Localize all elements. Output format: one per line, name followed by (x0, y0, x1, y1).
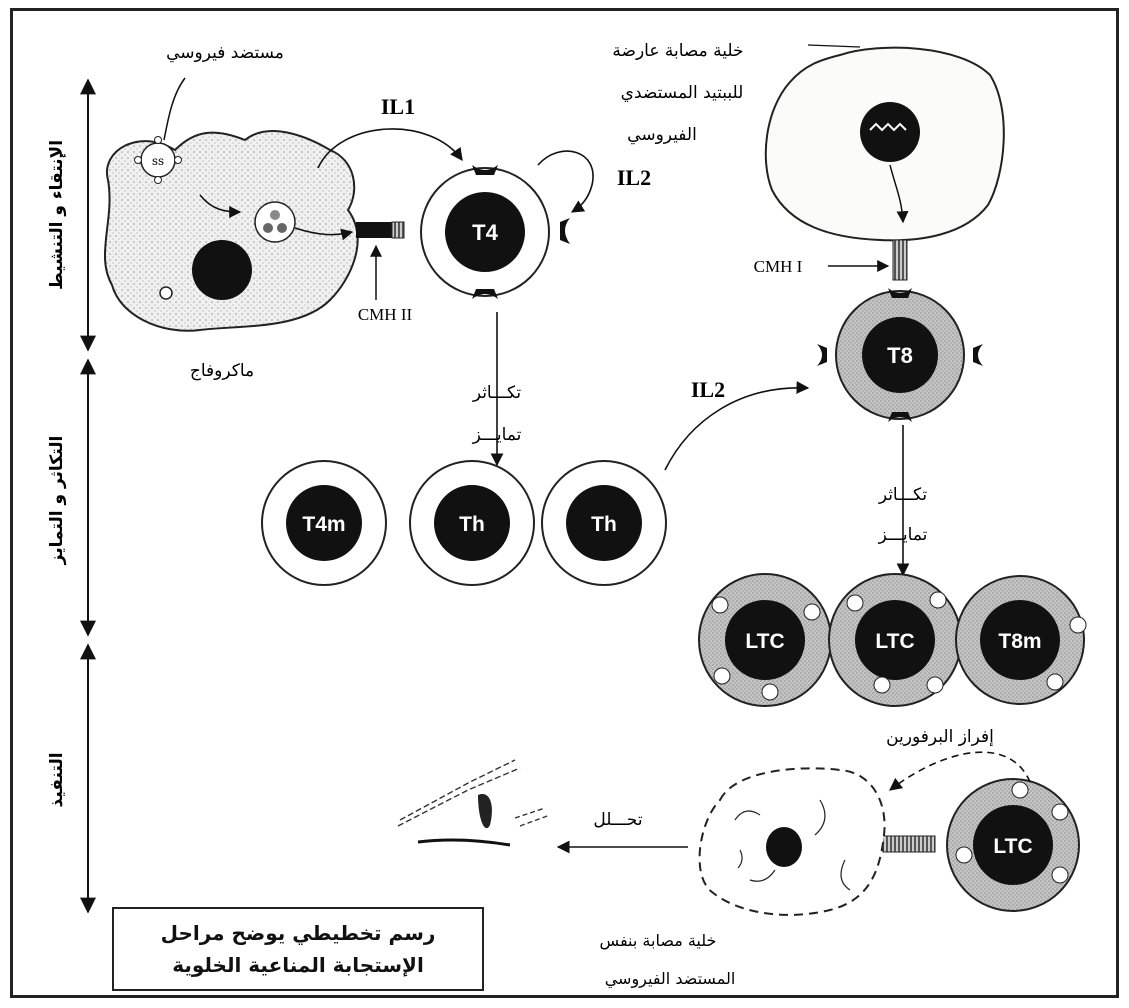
cmh1-label: CMH I (754, 257, 803, 276)
il2-label: IL2 (691, 377, 725, 402)
ltc-label: LTC (745, 630, 784, 653)
proliferation-label: تكـــاثر (472, 383, 522, 403)
cmh1-receptor (892, 239, 908, 281)
th-label: Th (459, 513, 485, 536)
target-cell-label: المستضد الفيروسي (605, 969, 736, 989)
il1-label: IL1 (381, 94, 415, 119)
t8-label: T8 (887, 343, 913, 368)
t4m-label: T4m (302, 513, 345, 536)
diagram-frame (10, 8, 1119, 998)
t8m-cell (955, 575, 1087, 705)
differentiation-label: تمايـــز (472, 425, 522, 445)
infected-nucleus (860, 102, 920, 162)
cell-debris-icon (397, 759, 551, 847)
target-cell-label: خلية مصابة بنفس (600, 931, 717, 951)
ltc-label: LTC (875, 630, 914, 653)
t4-label: T4 (472, 220, 498, 245)
caption-line: رسم تخطيطي يوضح مراحل (160, 921, 436, 945)
th-label: Th (591, 513, 617, 536)
vacuole (159, 286, 173, 300)
stage-label-activation: الإنتقاء و التنشيط (47, 140, 67, 290)
il2-label: IL2 (617, 165, 651, 190)
macrophage-label: ماكروفاج (190, 361, 254, 381)
cmh2-receptor (356, 222, 396, 238)
cmh2-label: CMH II (358, 305, 413, 324)
infected-cell-label: خلية مصابة عارضة (612, 41, 743, 61)
viral-antigen-label: مستضد فيروسي (166, 43, 284, 63)
macrophage-nucleus (192, 240, 252, 300)
infected-cell-label: للببتيد المستضدي (621, 83, 744, 103)
ltc-cell (828, 573, 962, 707)
lysis-label: تحـــلل (593, 810, 642, 830)
viral-antigen-icon: ss (134, 136, 182, 184)
receptor (472, 165, 498, 175)
infected-cell-label: الفيروسي (627, 125, 697, 145)
caption-line: الإستجابة المناعية الخلوية (172, 953, 424, 977)
tcr-contact (882, 835, 936, 853)
perforin-label: إفراز البرفورين (886, 727, 994, 747)
t8m-label: T8m (998, 630, 1041, 653)
stage-label-execution: التنفيذ (47, 752, 67, 807)
phagosome-icon (254, 201, 296, 243)
proliferation-label: تكـــاثر (878, 485, 928, 505)
ltc-cell (946, 778, 1080, 912)
stage-label-proliferation: التكاثر و التمايز (47, 436, 67, 566)
ltc-label: LTC (993, 835, 1032, 858)
ltc-cell (698, 573, 832, 707)
svg-text:ss: ss (152, 154, 164, 168)
viral-dna-icon (869, 122, 907, 132)
differentiation-label: تمايـــز (878, 525, 928, 545)
caption-box: رسم تخطيطي يوضح مراحل الإستجابة المناعية… (112, 907, 484, 991)
